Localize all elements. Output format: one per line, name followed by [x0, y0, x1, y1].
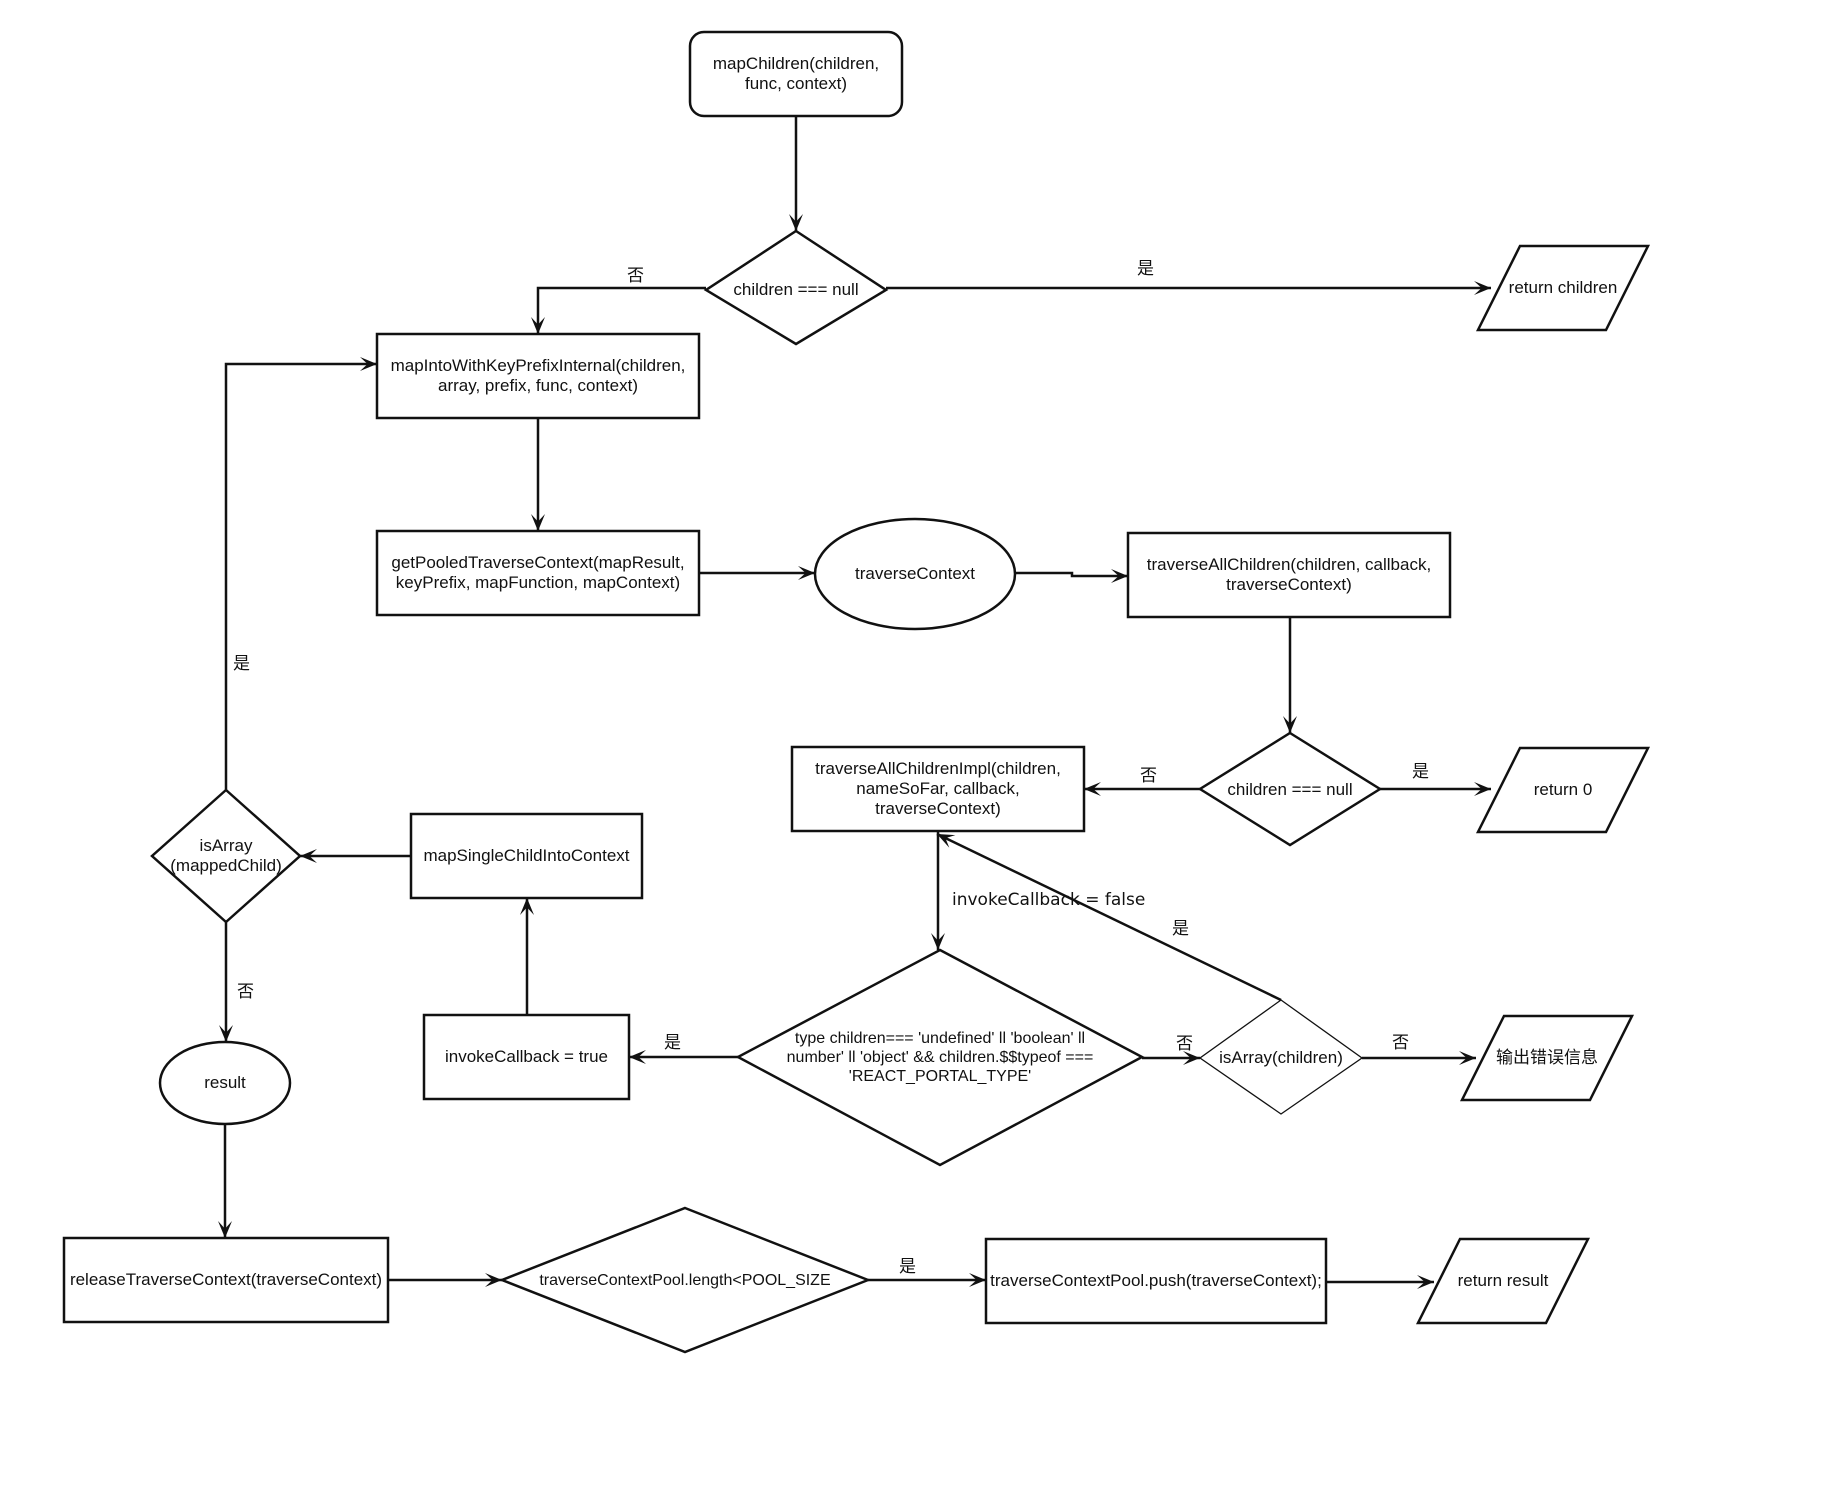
output-error-node	[1459, 1014, 1635, 1102]
node-invoke-callback-true-label: invokeCallback = true	[444, 1047, 608, 1066]
node-release-traverse-context-label: releaseTraverseContext(traverseContext)	[69, 1270, 383, 1289]
node-return-result-label: return result	[1457, 1271, 1549, 1290]
edge-type-check-no-arrowhead	[1183, 1051, 1200, 1065]
edge-children-null-2-no-arrowhead	[1084, 782, 1101, 796]
edge-label-no-is-array-mapped: 否	[237, 982, 254, 1002]
edge-invoke-callback-true-to-map-single-arrowhead	[520, 898, 534, 915]
traverse-all-children-node	[1126, 531, 1452, 619]
edge-traverse-context-to-traverse-all-children	[1015, 571, 1128, 578]
edge-children-null-1-no-arrowhead	[531, 317, 545, 334]
edge-traverse-all-children-to-children-null-2-arrowhead	[1283, 716, 1297, 733]
node-pool-push-label: traverseContextPool.push(traverseContext…	[990, 1271, 1322, 1290]
edge-label-yes-type-check: 是	[664, 1033, 681, 1053]
map-single-child-into-context-node	[409, 812, 644, 900]
type-check-node	[735, 948, 1145, 1167]
node-pool-length-check-label: traverseContextPool.length<POOL_SIZE	[539, 1271, 831, 1289]
node-type-check-label: type children=== 'undefined' ll 'boolean…	[786, 1029, 1094, 1085]
edge-label-yes-pool-length: 是	[899, 1257, 916, 1277]
pool-length-check-node	[498, 1206, 872, 1354]
node-children-null-2-label: children === null	[1227, 780, 1353, 799]
edge-label-yes-children-null-1: 是	[1137, 259, 1154, 279]
node-return-0-label: return 0	[1533, 780, 1593, 799]
map-children-node	[688, 30, 904, 118]
node-map-single-child-into-context-label: mapSingleChildIntoContext	[423, 846, 630, 865]
edge-is-array-mapped-yes-arrowhead	[360, 357, 377, 371]
edge-label-yes-is-array-mapped: 是	[233, 654, 250, 674]
node-return-children-label: return children	[1508, 278, 1618, 297]
node-traverse-all-children-impl-label: traverseAllChildrenImpl(children, nameSo…	[815, 759, 1061, 818]
edge-map-single-to-is-array-mapped-arrowhead	[300, 849, 317, 863]
edge-is-array-children-back-to-impl-arrowhead	[937, 834, 956, 848]
invoke-callback-true-node	[422, 1013, 631, 1101]
node-map-children-label: mapChildren(children, func, context)	[712, 54, 880, 93]
edge-label-no-children-null-2: 否	[1140, 766, 1157, 786]
edge-label-no-is-array-children: 否	[1392, 1033, 1409, 1053]
node-children-null-1-label: children === null	[733, 280, 859, 299]
edge-pool-push-to-return-result-arrowhead	[1417, 1275, 1434, 1289]
edge-children-null-2-yes-arrowhead	[1474, 782, 1491, 796]
edge-type-check-yes-arrowhead	[629, 1050, 646, 1064]
children-null-1-node	[703, 229, 889, 346]
edge-children-null-1-no	[536, 286, 706, 334]
edge-children-null-1-yes-arrowhead	[1474, 281, 1491, 295]
traverse-all-children-impl-node	[790, 745, 1086, 833]
node-traverse-all-children-label: traverseAllChildren(children, callback, …	[1146, 555, 1432, 594]
return-0-node	[1475, 746, 1651, 834]
edge-map-into-to-get-pooled-arrowhead	[531, 514, 545, 531]
edge-is-array-children-back-to-impl	[936, 832, 1282, 1002]
edge-is-array-mapped-no-arrowhead	[219, 1025, 233, 1042]
edge-is-array-mapped-yes	[224, 362, 377, 790]
edge-result-to-release-arrowhead	[218, 1221, 232, 1238]
edge-get-pooled-to-traverse-context-arrowhead	[798, 566, 815, 580]
edge-label-invoke-callback-false: invokeCallback = false	[952, 890, 1146, 910]
node-is-array-mapped-child-label: isArray (mappedChild)	[170, 836, 282, 875]
pool-push-node	[984, 1237, 1328, 1325]
release-traverse-context-node	[62, 1236, 390, 1324]
edge-traverse-context-to-traverse-all-children-arrowhead	[1111, 569, 1128, 583]
edge-label-yes-is-array-children: 是	[1172, 919, 1189, 939]
edge-label-yes-children-null-2: 是	[1412, 762, 1429, 782]
edge-map-children-to-children-null-1-arrowhead	[789, 214, 803, 231]
traverse-context-node	[813, 517, 1017, 631]
node-traverse-context-label: traverseContext	[855, 564, 975, 583]
node-map-into-with-key-prefix-internal-label: mapIntoWithKeyPrefixInternal(children, a…	[390, 356, 686, 395]
edge-label-no-children-null-1: 否	[627, 266, 644, 286]
return-children-node	[1475, 244, 1651, 332]
node-result-label: result	[204, 1073, 246, 1092]
edge-release-to-pool-length-arrowhead	[485, 1273, 502, 1287]
edge-is-array-children-no-arrowhead	[1459, 1051, 1476, 1065]
node-output-error-label: 输出错误信息	[1496, 1048, 1598, 1067]
is-array-children-node	[1198, 999, 1364, 1115]
return-result-node	[1415, 1237, 1591, 1325]
edge-label-no-type-check: 否	[1176, 1034, 1193, 1054]
children-null-2-node	[1197, 731, 1383, 847]
node-is-array-children-label: isArray(children)	[1219, 1048, 1343, 1067]
result-node	[158, 1040, 292, 1126]
is-array-mapped-child-node	[150, 788, 302, 924]
node-get-pooled-traverse-context-label: getPooledTraverseContext(mapResult, keyP…	[391, 553, 685, 592]
edge-impl-to-type-check-arrowhead	[931, 933, 945, 950]
edge-pool-length-yes-arrowhead	[969, 1273, 986, 1287]
